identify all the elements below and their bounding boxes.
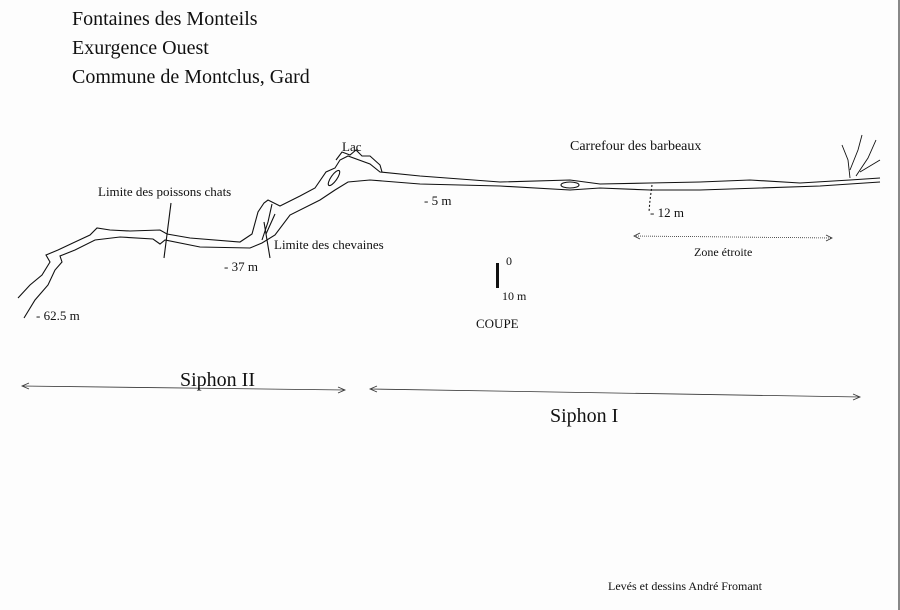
scan-edge [898, 0, 900, 610]
depth-5m: - 5 m [424, 193, 452, 208]
label-coupe: COUPE [476, 316, 519, 331]
lac-pocket [327, 169, 341, 187]
lac-surface [335, 149, 383, 173]
vegetation-icon [841, 134, 881, 179]
scale-bottom-label: 10 m [502, 289, 527, 303]
label-carrefour: Carrefour des barbeaux [570, 139, 702, 154]
siphon-i-label: Siphon I [550, 405, 619, 427]
scale-top-label: 0 [506, 254, 512, 268]
label-zone-etroite: Zone étroite [694, 245, 753, 259]
label-chevaines: Limite des chevaines [274, 237, 384, 252]
scale-bar [496, 263, 499, 288]
siphon-ii-label: Siphon II [180, 369, 255, 391]
passage-floor [23, 179, 881, 319]
limit-chevaines-line [263, 221, 271, 259]
siphon-ii-arrow [21, 385, 346, 391]
limit-poissons-chats-line [163, 202, 172, 259]
title-line-2: Exurgence Ouest [72, 37, 209, 59]
passage-roof [17, 155, 881, 299]
title-line-3: Commune de Montclus, Gard [72, 66, 310, 88]
depth-37m: - 37 m [224, 259, 258, 274]
label-poissons-chats: Limite des poissons chats [98, 184, 232, 199]
side-branch [261, 203, 276, 241]
title-line-1: Fontaines des Monteils [72, 8, 258, 30]
zone-etroite-arrow [633, 235, 833, 239]
depth-62-5m: - 62.5 m [36, 308, 80, 323]
shaft-12m [648, 184, 653, 213]
carrefour-pocket [560, 181, 580, 189]
label-lac: Lac [342, 139, 362, 154]
depth-12m: - 12 m [650, 205, 684, 220]
credit: Levés et dessins André Fromant [608, 579, 762, 593]
siphon-i-arrow [369, 388, 861, 398]
